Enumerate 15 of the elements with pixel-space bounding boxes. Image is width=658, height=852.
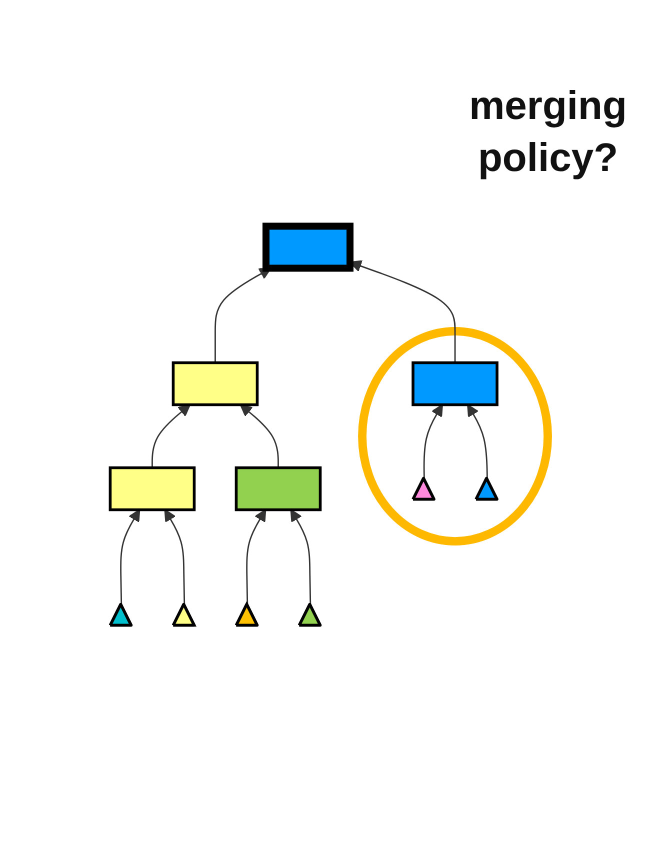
question-text: merging policy? <box>468 83 628 182</box>
arrow <box>240 404 279 468</box>
arrow <box>467 404 488 480</box>
arrow <box>290 509 312 606</box>
node-box <box>234 466 322 512</box>
arrow <box>246 509 266 606</box>
node-box <box>172 362 259 406</box>
arrow <box>120 509 140 606</box>
arrow <box>214 268 272 363</box>
arrow <box>164 509 186 606</box>
node-box <box>262 222 354 272</box>
node-box <box>412 362 498 406</box>
arrow <box>152 404 191 468</box>
arrow <box>423 404 443 480</box>
node-box <box>108 466 196 512</box>
